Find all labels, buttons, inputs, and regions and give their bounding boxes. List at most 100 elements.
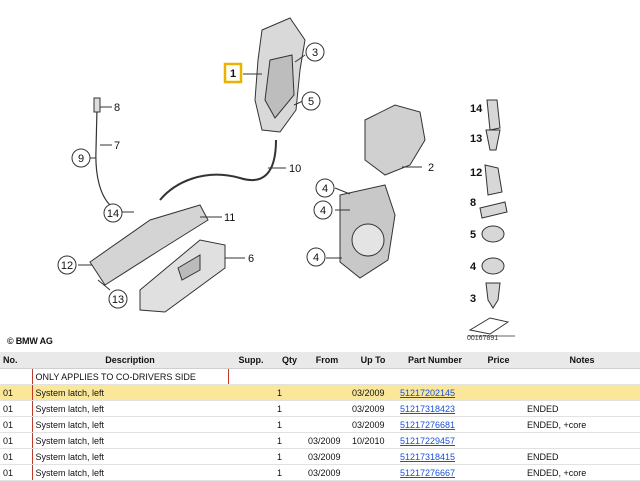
cell-from: [305, 384, 349, 401]
image-id: 00167891: [467, 335, 499, 342]
cell-no: 01: [0, 400, 32, 417]
header-price[interactable]: Price: [473, 352, 524, 369]
part-latch-cover[interactable]: [254, 17, 306, 133]
cell-description: System latch, left: [31, 432, 228, 449]
part-pin[interactable]: [93, 97, 101, 113]
cell-notes: [524, 384, 640, 401]
header-no[interactable]: No.: [0, 352, 32, 369]
part-lock-assembly[interactable]: [339, 104, 426, 279]
hardware-column: [468, 99, 510, 335]
cell-from: 03/2009: [305, 432, 349, 449]
part-bowden-cable[interactable]: [159, 139, 277, 201]
callout-6[interactable]: 7: [114, 140, 120, 152]
callout-4a[interactable]: 4: [322, 183, 328, 195]
cell-qty: 1: [274, 432, 305, 449]
cell-supp: [228, 432, 274, 449]
table-row[interactable]: 01 System latch, left 1 03/2009 51217276…: [0, 464, 640, 481]
side-label-8[interactable]: 8: [470, 197, 476, 209]
cell-up-to: 03/2009: [349, 400, 397, 417]
cell-qty: 1: [274, 400, 305, 417]
callout-13[interactable]: 13: [112, 294, 124, 306]
cell-part-number: 51217318423: [397, 400, 473, 417]
cell-qty: 1: [274, 448, 305, 465]
cell-price: [473, 416, 524, 433]
callout-4c[interactable]: 4: [313, 252, 319, 264]
cell-no: 01: [0, 464, 32, 481]
cell-no: 01: [0, 416, 32, 433]
cell-up-to: 10/2010: [349, 432, 397, 449]
cell-no: 01: [0, 448, 32, 465]
cell-notes: ENDED: [524, 448, 640, 465]
table-row[interactable]: 01 System latch, left 1 03/2009 51217318…: [0, 400, 640, 417]
header-qty[interactable]: Qty: [274, 352, 305, 369]
table-row[interactable]: 01 System latch, left 1 03/2009 51217276…: [0, 416, 640, 433]
side-label-13[interactable]: 13: [470, 133, 482, 145]
callout-4b[interactable]: 4: [320, 205, 326, 217]
cell-up-to: 03/2009: [349, 384, 397, 401]
callout-5[interactable]: 5: [308, 96, 314, 108]
header-from[interactable]: From: [305, 352, 349, 369]
callout-9[interactable]: 10: [289, 163, 301, 175]
part-number-link[interactable]: 51217318415: [400, 451, 456, 462]
cell-description: System latch, left: [31, 400, 228, 417]
cell-up-to: [349, 448, 397, 465]
cell-description: System latch, left: [31, 384, 228, 401]
table-row[interactable]: 01 System latch, left 1 03/2009 10/2010 …: [0, 432, 640, 449]
cell-notes: ENDED, +core: [524, 416, 640, 433]
cell-part-number: 51217276667: [397, 464, 473, 481]
section-note: ONLY APPLIES TO CO-DRIVERS SIDE: [31, 368, 229, 385]
callout-7[interactable]: 8: [114, 102, 120, 114]
cell-price: [473, 432, 524, 449]
header-description[interactable]: Description: [32, 352, 228, 369]
side-label-14[interactable]: 14: [470, 103, 483, 115]
part-number-link[interactable]: 51217229457: [400, 435, 456, 446]
callout-14[interactable]: 14: [107, 208, 119, 220]
cell-supp: [228, 400, 274, 417]
side-label-12[interactable]: 12: [470, 167, 482, 179]
cell-price: [473, 384, 524, 401]
cell-price: [473, 400, 524, 417]
cell-price: [473, 464, 524, 481]
cell-description: System latch, left: [31, 416, 228, 433]
copyright: © BMW AG: [7, 336, 53, 346]
part-number-link[interactable]: 51217318423: [400, 403, 456, 414]
cell-supp: [228, 464, 274, 481]
callout-1-highlight[interactable]: [223, 62, 243, 84]
side-label-5[interactable]: 5: [470, 229, 476, 241]
leader-lines: [78, 54, 422, 291]
side-label-4[interactable]: 4: [470, 261, 477, 273]
cell-supp: [228, 416, 274, 433]
table-row[interactable]: 01 System latch, left 1 03/2009 51217318…: [0, 448, 640, 465]
parts-diagram: 1 3 5 4 4 4 9 14 12 13 2 8 7 10 11 6 14 …: [57, 17, 515, 337]
cell-notes: ENDED, +core: [524, 464, 640, 481]
part-number-link[interactable]: 51217202145: [400, 387, 456, 398]
side-label-3[interactable]: 3: [470, 293, 476, 305]
cell-part-number: 51217202145: [397, 384, 473, 401]
cell-qty: 1: [274, 416, 305, 433]
table-row[interactable]: 01 System latch, left 1 03/2009 51217202…: [0, 384, 640, 401]
callout-2[interactable]: 2: [428, 162, 434, 174]
callout-11[interactable]: 6: [248, 253, 254, 265]
header-up-to[interactable]: Up To: [349, 352, 397, 369]
callout-3[interactable]: 3: [312, 47, 318, 59]
part-handle-cover[interactable]: [139, 239, 226, 313]
cell-notes: [524, 432, 640, 449]
part-rod[interactable]: [95, 107, 111, 206]
callout-8[interactable]: 9: [78, 153, 84, 165]
part-number-link[interactable]: 51217276681: [400, 419, 456, 430]
part-handle-carrier[interactable]: [89, 204, 209, 286]
cell-part-number: 51217318415: [397, 448, 473, 465]
cell-description: System latch, left: [31, 448, 228, 465]
cell-no: 01: [0, 432, 32, 449]
header-notes[interactable]: Notes: [524, 352, 640, 369]
header-part-number[interactable]: Part Number: [397, 352, 473, 369]
callout-10[interactable]: 11: [224, 212, 235, 224]
parts-table: No. Description Supp. Qty From Up To Par…: [0, 352, 640, 481]
header-supp[interactable]: Supp.: [228, 352, 274, 369]
cell-part-number: 51217276681: [397, 416, 473, 433]
part-number-link[interactable]: 51217276667: [400, 467, 456, 478]
cell-part-number: 51217229457: [397, 432, 473, 449]
cell-supp: [228, 448, 274, 465]
cell-price: [473, 448, 524, 465]
callout-12[interactable]: 12: [61, 260, 73, 272]
